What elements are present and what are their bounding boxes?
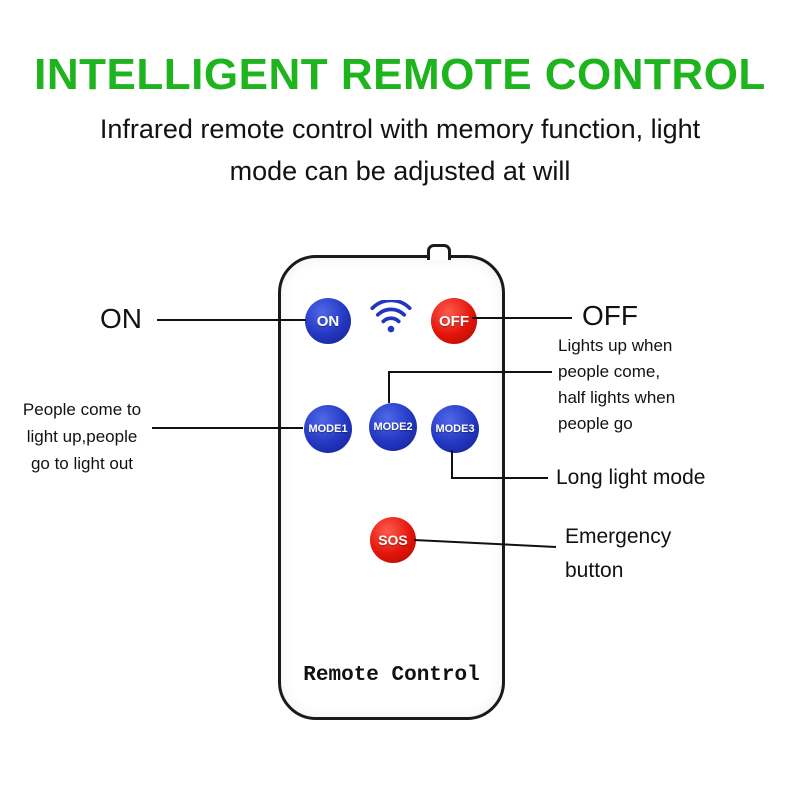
mode2-button: MODE2: [369, 403, 417, 451]
annotation-mode3-desc: Long light mode: [556, 466, 706, 489]
annotation-off-label: OFF: [582, 300, 638, 331]
subtitle: Infrared remote control with memory func…: [99, 114, 701, 186]
remote-top-tab: [427, 244, 451, 260]
remote-control: ON OFF MODE1 MODE2 MODE3 SOS Remote Cont…: [278, 244, 505, 720]
page-title: INTELLIGENT REMOTE CONTROL: [34, 50, 766, 99]
mode1-button: MODE1: [304, 405, 352, 453]
annotation-mode1-desc: People come to light up,people go to lig…: [22, 400, 142, 473]
annotation-sos-desc: Emergency button: [565, 525, 672, 582]
annotation-mode2-desc: Lights up when people come, half lights …: [558, 336, 676, 433]
remote-brand-label: Remote Control: [303, 664, 480, 687]
mode3-button: MODE3: [431, 405, 479, 453]
off-button: OFF: [431, 298, 477, 344]
on-button: ON: [305, 298, 351, 344]
annotation-on-label: ON: [100, 303, 142, 334]
wifi-icon: [369, 298, 413, 334]
sos-button: SOS: [370, 517, 416, 563]
